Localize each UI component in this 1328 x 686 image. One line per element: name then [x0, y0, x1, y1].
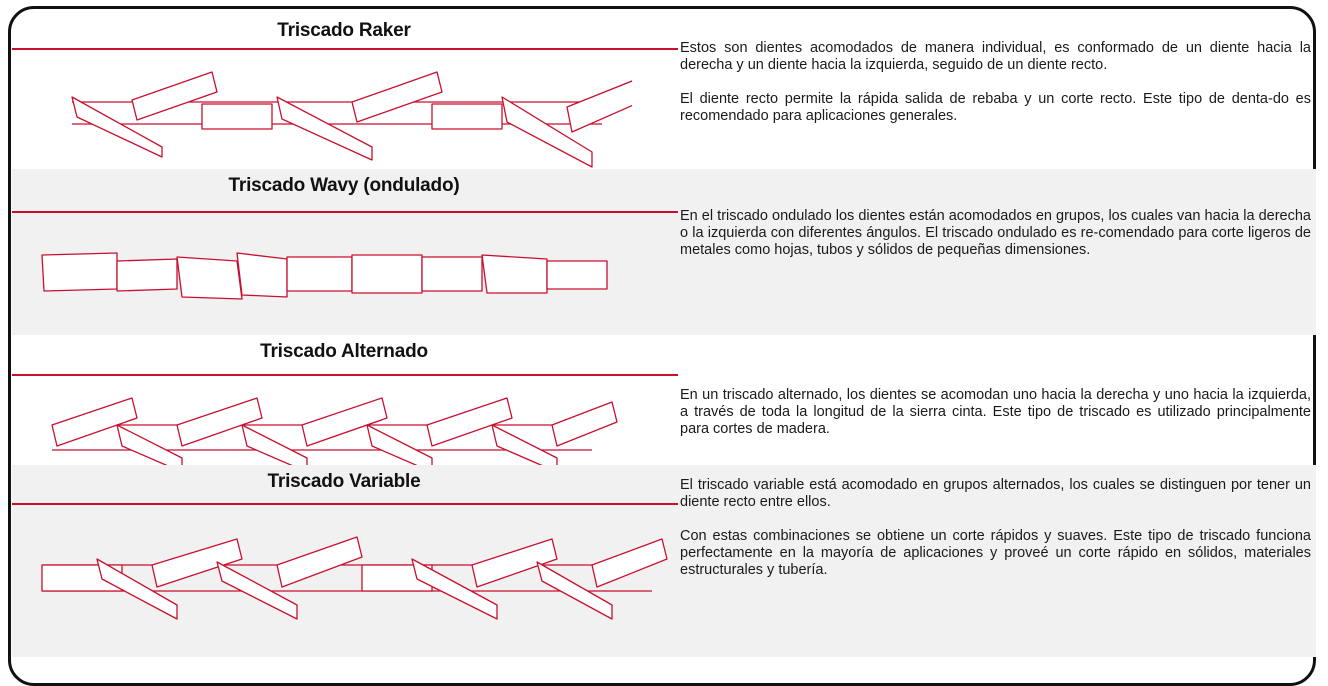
title-underline — [12, 374, 678, 376]
section-title: Triscado Alternado — [260, 341, 428, 362]
section-description: El triscado variable está acomodado en g… — [680, 477, 1311, 579]
section-title: Triscado Variable — [267, 471, 421, 492]
section-title: Triscado Raker — [277, 20, 411, 41]
description-paragraph: Con estas combinaciones se obtiene un co… — [680, 528, 1311, 578]
section-description: Estos son dientes acomodados de manera i… — [680, 40, 1311, 125]
section-title: Triscado Wavy (ondulado) — [228, 175, 460, 196]
description-paragraph: Estos son dientes acomodados de manera i… — [680, 40, 1311, 73]
section-description: En un triscado alternado, los dientes se… — [680, 387, 1311, 438]
title-underline — [12, 211, 678, 213]
section-alternado: Triscado Alternado En un triscado altern… — [12, 335, 1316, 473]
variable-set-diagram — [41, 536, 668, 620]
section-variable: Triscado Variable El triscado variable e… — [12, 465, 1316, 657]
wavy-set-diagram — [41, 252, 608, 300]
description-paragraph: En el triscado ondulado los dientes está… — [680, 208, 1311, 258]
title-underline — [12, 503, 678, 505]
raker-set-diagram — [71, 71, 632, 168]
description-paragraph: En un triscado alternado, los dientes se… — [680, 387, 1311, 437]
alternate-set-diagram — [51, 397, 618, 473]
title-underline — [12, 48, 678, 50]
section-wavy: Triscado Wavy (ondulado) En el triscado … — [12, 169, 1316, 335]
description-paragraph: El diente recto permite la rápida salida… — [680, 91, 1311, 124]
description-paragraph: El triscado variable está acomodado en g… — [680, 477, 1311, 510]
section-description: En el triscado ondulado los dientes está… — [680, 208, 1311, 259]
section-raker: Triscado Raker Estos son dientes acomoda… — [12, 14, 1316, 169]
